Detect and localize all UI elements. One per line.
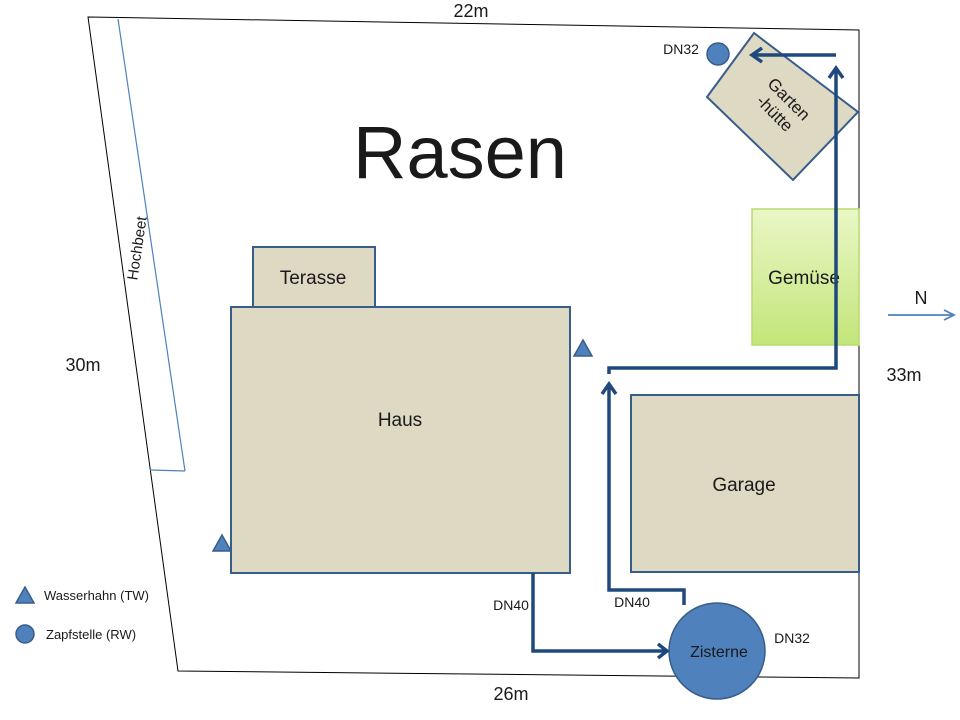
pipe-cistern-outlet (600, 380, 686, 605)
north-arrow-head (943, 309, 957, 321)
arrowhead-up (600, 380, 618, 396)
vegetable-bed (751, 208, 860, 346)
pipe-house-to-cistern (531, 573, 670, 660)
dimension-bottom: 26m (493, 684, 528, 704)
triangle-icon (14, 585, 36, 604)
vegetable-bed-label: Gemüse (768, 268, 840, 289)
raised-bed-edge (117, 18, 186, 472)
legend-item-water-tap: Wasserhahn (TW) (44, 588, 149, 603)
dimension-right: 33m (886, 365, 921, 385)
lawn-label: Rasen (353, 111, 567, 194)
circle-icon (15, 624, 35, 644)
north-arrow: N (888, 288, 957, 321)
dimension-top: 22m (453, 1, 488, 21)
pipe-to-shed-tap (748, 46, 836, 64)
garage (630, 394, 860, 573)
garden-shed (705, 31, 860, 182)
pipe-to-shed (607, 64, 845, 374)
arrowhead-up (827, 64, 845, 80)
house-label: Haus (378, 410, 422, 431)
water-tap-house-east (572, 338, 594, 357)
cistern-label: Zisterne (690, 644, 748, 661)
rainwater-tap-shed (706, 42, 730, 66)
legend-item-tap-point: Zapfstelle (RW) (46, 627, 136, 642)
raised-bed-end (149, 469, 186, 472)
pipe-segment (531, 573, 666, 653)
legend: Wasserhahn (TW) Zapfstelle (RW) (14, 585, 149, 644)
pipe-segment (607, 68, 838, 374)
north-label: N (915, 288, 928, 308)
pipe-label-cistern-side: DN32 (774, 630, 810, 646)
water-tap-house-west (211, 533, 233, 552)
pipe-label-house-to-cistern: DN40 (493, 597, 529, 613)
house (230, 306, 571, 574)
terrace-label: Terasse (280, 268, 347, 289)
lawn-label-text: Rasen (353, 111, 567, 194)
dimension-left: 30m (65, 355, 100, 375)
pipe-label-cistern-outlet: DN40 (614, 594, 650, 610)
pipe-label-shed-tap: DN32 (663, 41, 699, 57)
raised-bed: Hochbeet (117, 18, 186, 472)
plot-boundary (87, 16, 860, 679)
arrowhead-right (656, 642, 670, 660)
arrowhead-left (748, 46, 764, 64)
raised-bed-label: Hochbeet (124, 215, 150, 282)
garage-label: Garage (712, 475, 775, 496)
pipe-segment (607, 384, 686, 605)
